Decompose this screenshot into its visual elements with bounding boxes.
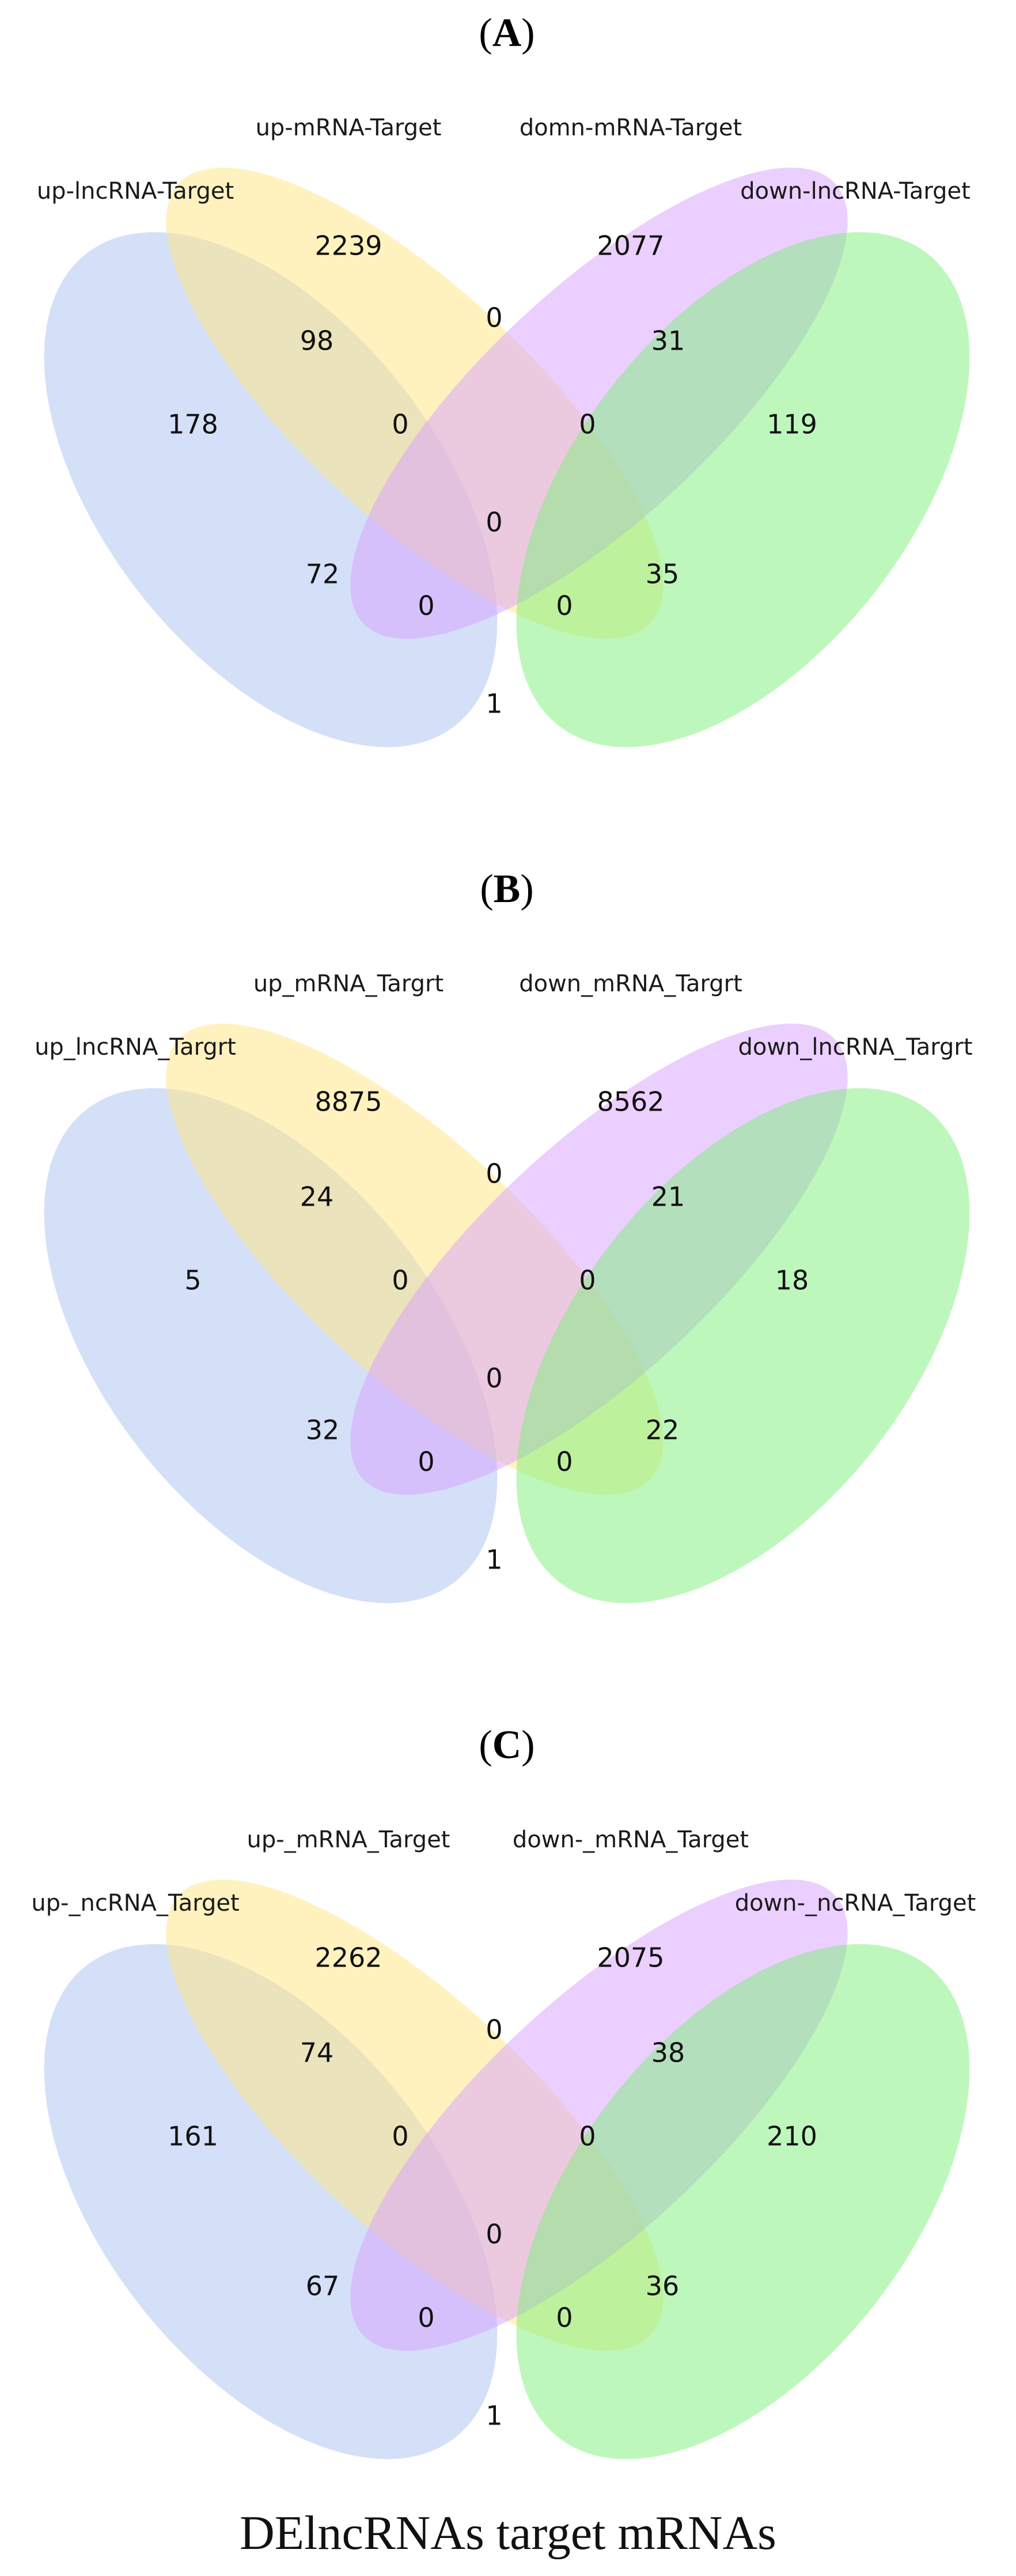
venn-panel-c: (C) up-_ncRNA_Target up-_mRNA_Target down-_… — [31, 1723, 976, 2459]
region-count-s234: 0 — [579, 2121, 596, 2152]
region-count-s123: 0 — [392, 1265, 408, 1296]
region-count-s24: 22 — [646, 1415, 680, 1446]
region-count-s123: 0 — [392, 409, 408, 440]
set-ellipse-4 — [516, 1944, 970, 2459]
set-label-1: up_lncRNA_Targrt — [35, 1034, 236, 1060]
set-label-2: up_mRNA_Targrt — [253, 971, 443, 997]
region-count-s234: 0 — [579, 409, 596, 440]
set-label-4: down-_ncRNA_Target — [735, 1890, 976, 1916]
region-count-s1234: 0 — [486, 1363, 502, 1394]
venn-panel-a: (A) up-lncRNA-Target up-mRNA-Target domn-mR… — [37, 11, 970, 747]
region-count-s134: 0 — [556, 2302, 573, 2333]
set-label-4: down_lncRNA_Targrt — [738, 1034, 972, 1060]
region-count-only1: 161 — [168, 2121, 218, 2152]
region-count-s34: 21 — [651, 1181, 685, 1213]
panel-label: (A) — [479, 11, 534, 55]
region-count-s124: 0 — [418, 590, 434, 622]
region-count-s124: 0 — [418, 2302, 434, 2333]
region-count-s124: 0 — [418, 1446, 434, 1478]
region-count-s13: 32 — [306, 1415, 340, 1446]
set-label-2: up-_mRNA_Target — [247, 1827, 450, 1853]
region-count-s1234: 0 — [486, 507, 502, 538]
region-count-s24: 36 — [646, 2271, 680, 2302]
region-count-s12: 74 — [300, 2037, 334, 2069]
panel-label: (B) — [480, 867, 533, 911]
region-count-s13: 72 — [306, 559, 340, 590]
region-count-only1: 5 — [184, 1265, 201, 1296]
region-count-s12: 98 — [300, 325, 334, 357]
set-label-1: up-_ncRNA_Target — [31, 1890, 239, 1916]
region-count-s14: 1 — [486, 1544, 502, 1575]
region-count-s23: 0 — [486, 1158, 502, 1189]
region-count-s14: 1 — [486, 2400, 502, 2431]
region-count-s34: 31 — [651, 325, 685, 357]
region-count-s134: 0 — [556, 1446, 573, 1478]
region-count-only4: 119 — [767, 409, 817, 440]
set-label-4: down-lncRNA-Target — [740, 178, 970, 204]
region-count-only3: 2075 — [597, 1942, 664, 1973]
region-count-only4: 18 — [775, 1265, 809, 1296]
figure-caption: DElncRNAs target mRNAs — [240, 2506, 776, 2560]
region-count-only2: 2239 — [314, 230, 382, 262]
region-count-s13: 67 — [306, 2271, 340, 2302]
panel-label: (C) — [479, 1723, 534, 1767]
region-count-only3: 2077 — [597, 230, 664, 262]
region-count-s34: 38 — [651, 2037, 685, 2069]
set-label-2: up-mRNA-Target — [256, 115, 442, 141]
set-label-3: domn-mRNA-Target — [520, 115, 742, 141]
set-ellipse-4 — [516, 1088, 970, 1603]
set-label-3: down_mRNA_Targrt — [519, 971, 742, 997]
region-count-s12: 24 — [300, 1181, 334, 1213]
region-count-s134: 0 — [556, 590, 573, 622]
region-count-s24: 35 — [646, 559, 680, 590]
set-ellipse-4 — [516, 232, 970, 747]
set-label-1: up-lncRNA-Target — [37, 178, 234, 204]
venn-panel-b: (B) up_lncRNA_Targrt up_mRNA_Targrt down_mR… — [35, 867, 973, 1603]
region-count-only4: 210 — [767, 2121, 817, 2152]
region-count-s23: 0 — [486, 2014, 502, 2045]
region-count-only1: 178 — [168, 409, 218, 440]
region-count-only3: 8562 — [597, 1086, 664, 1117]
region-count-s14: 1 — [486, 688, 502, 719]
region-count-s234: 0 — [579, 1265, 596, 1296]
region-count-s23: 0 — [486, 302, 502, 334]
region-count-only2: 2262 — [314, 1942, 382, 1973]
region-count-s1234: 0 — [486, 2219, 502, 2250]
region-count-s123: 0 — [392, 2121, 408, 2152]
set-label-3: down-_mRNA_Target — [513, 1827, 749, 1853]
region-count-only2: 8875 — [314, 1086, 382, 1117]
